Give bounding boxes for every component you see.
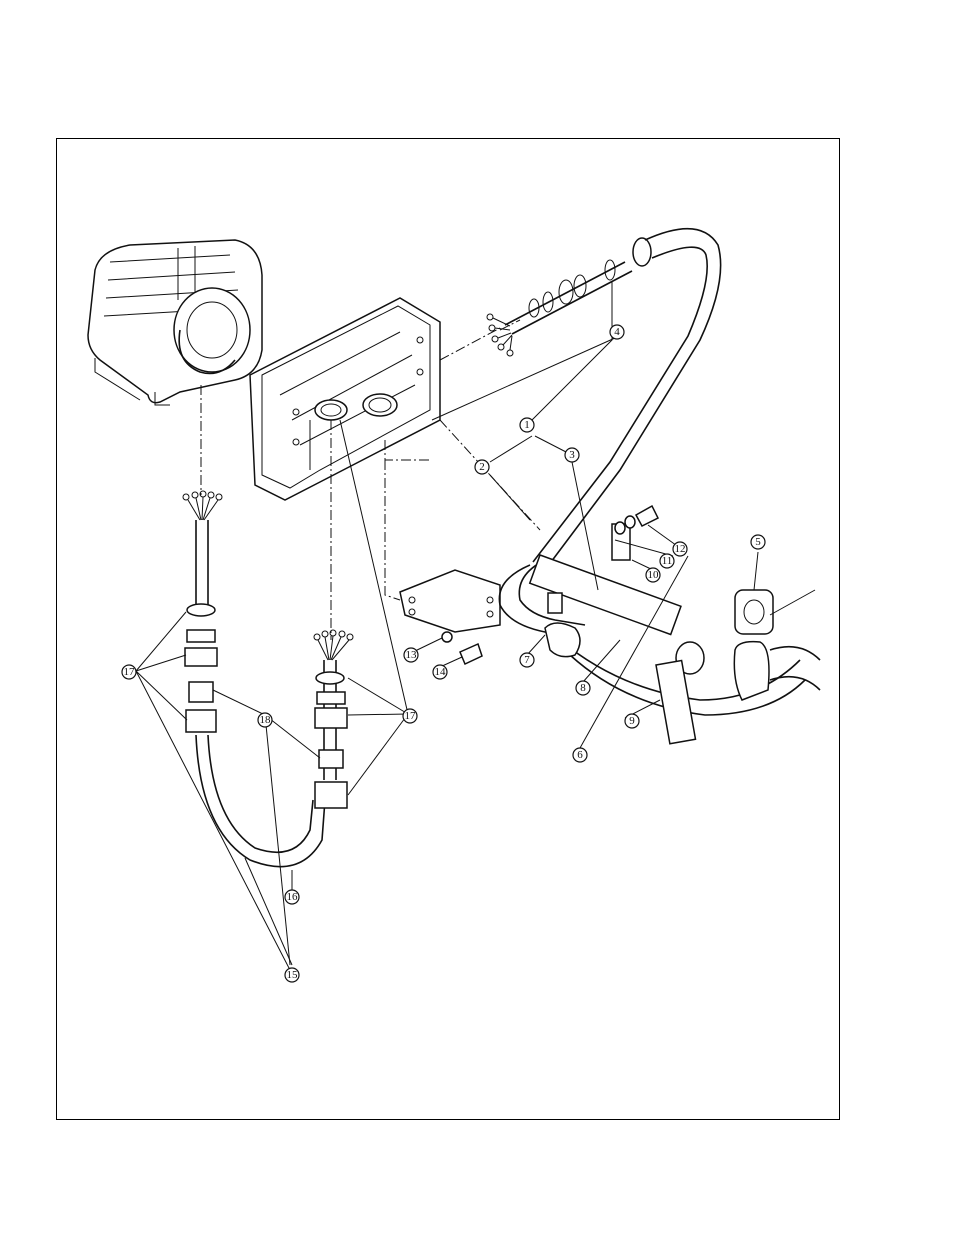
svg-text:15: 15 — [287, 969, 299, 981]
svg-text:8: 8 — [580, 682, 586, 694]
svg-text:5: 5 — [755, 536, 761, 548]
callout-8: 8 — [576, 681, 590, 695]
callout-5: 5 — [751, 535, 765, 549]
callout-11: 11 — [660, 554, 674, 568]
svg-text:2: 2 — [479, 461, 485, 473]
callout-13: 13 — [404, 648, 418, 662]
svg-text:10: 10 — [648, 569, 660, 581]
svg-text:4: 4 — [614, 326, 620, 338]
svg-text:3: 3 — [569, 449, 575, 461]
svg-text:11: 11 — [662, 555, 673, 567]
callout-16: 16 — [285, 890, 299, 904]
svg-text:14: 14 — [435, 666, 447, 678]
svg-text:18: 18 — [260, 714, 272, 726]
upper-cable-assembly — [487, 229, 721, 570]
svg-text:13: 13 — [406, 649, 418, 661]
callout-18: 18 — [258, 713, 272, 727]
svg-text:1: 1 — [524, 419, 530, 431]
svg-text:12: 12 — [675, 543, 686, 555]
callout-7: 7 — [520, 653, 534, 667]
callout-6: 6 — [573, 748, 587, 762]
callout-9: 9 — [625, 714, 639, 728]
svg-text:17: 17 — [124, 666, 136, 678]
callout-1: 1 — [520, 418, 534, 432]
callout-10: 10 — [646, 568, 660, 582]
callout-17-right: 17 — [403, 709, 417, 723]
callout-15: 15 — [285, 968, 299, 982]
callout-14: 14 — [433, 665, 447, 679]
svg-text:17: 17 — [405, 710, 417, 722]
svg-text:16: 16 — [287, 891, 299, 903]
svg-text:6: 6 — [577, 749, 583, 761]
callout-2: 2 — [475, 460, 489, 474]
callout-12: 12 — [673, 542, 687, 556]
lower-cable-assembly — [183, 491, 353, 867]
callout-3: 3 — [565, 448, 579, 462]
callout-17-left: 17 — [122, 665, 136, 679]
svg-text:7: 7 — [524, 654, 530, 666]
callout-4: 4 — [610, 325, 624, 339]
junction-box — [250, 298, 440, 500]
motor-assembly — [88, 240, 262, 405]
svg-text:9: 9 — [629, 715, 635, 727]
